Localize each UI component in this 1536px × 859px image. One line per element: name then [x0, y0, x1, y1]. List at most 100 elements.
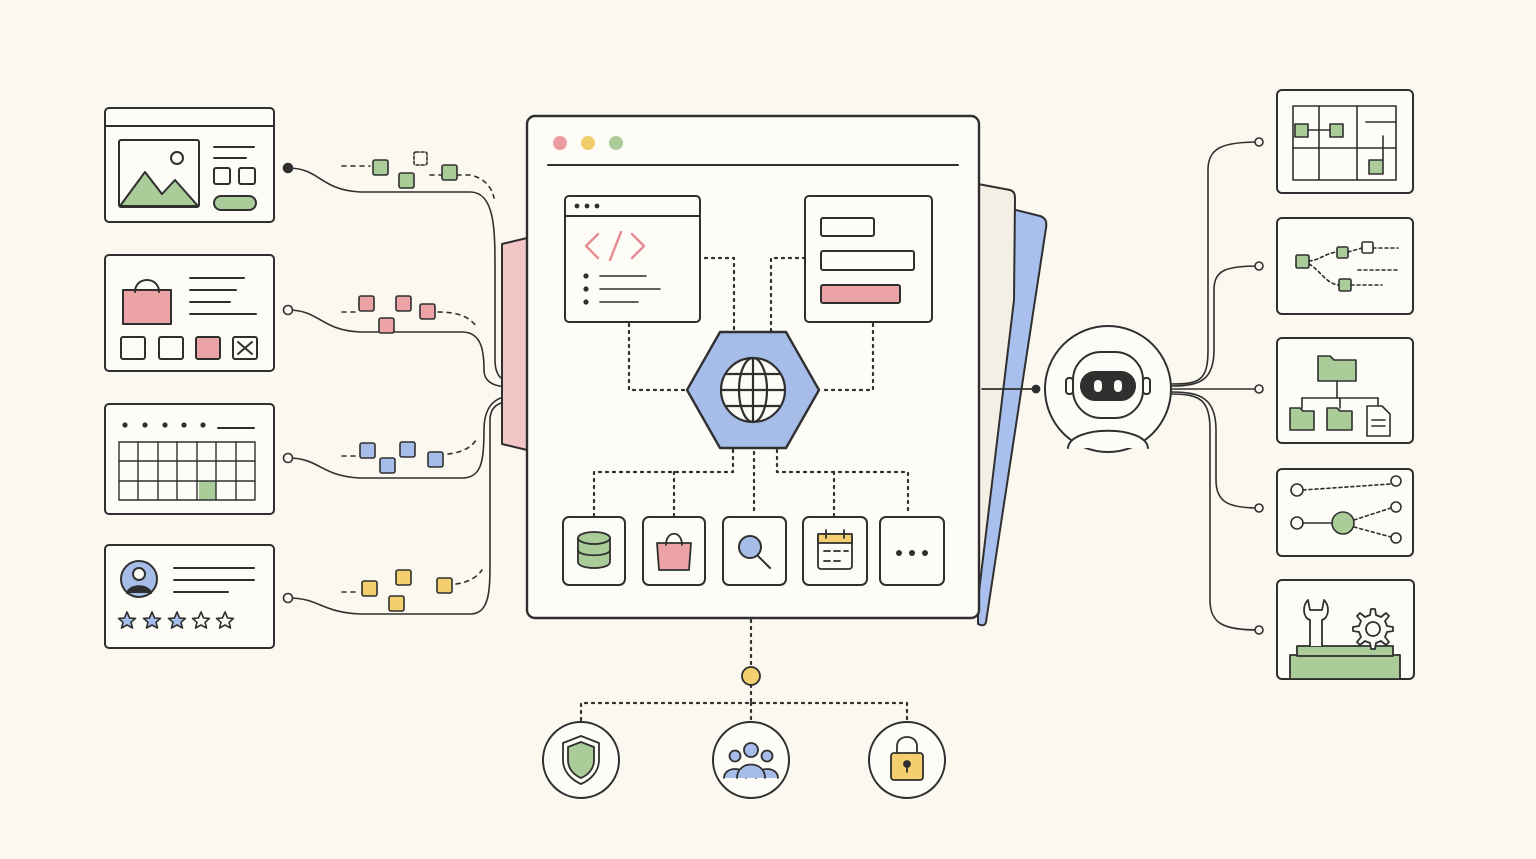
search-icon — [738, 535, 771, 569]
data-tokens — [358, 151, 458, 612]
left-connectors — [282, 162, 529, 615]
form-field-short[interactable] — [820, 217, 875, 237]
shop-card-option-3 — [195, 336, 221, 360]
token-green-2 — [398, 172, 415, 189]
connector-profile-dot — [282, 592, 294, 604]
token-red-3 — [395, 295, 412, 312]
token-yellow-2 — [395, 569, 412, 586]
token-trail-blue — [341, 439, 477, 457]
window-dot-red[interactable] — [553, 136, 567, 150]
form-module[interactable] — [804, 195, 933, 323]
shop-card-frame — [104, 254, 275, 372]
star-icon — [191, 611, 211, 629]
bottom-junction-node — [741, 666, 761, 686]
media-card[interactable] — [104, 107, 275, 223]
users-group-icon — [723, 742, 779, 779]
bottom-connectors — [579, 618, 909, 723]
globe-icon — [719, 356, 787, 424]
shop-card-option-1 — [120, 336, 146, 360]
connector-calendar — [287, 393, 529, 479]
tool-search[interactable] — [722, 516, 787, 586]
window-dot-green[interactable] — [609, 136, 623, 150]
token-green-3 — [413, 151, 428, 166]
shop-card[interactable] — [104, 254, 275, 372]
token-green-1 — [372, 159, 389, 176]
code-lines — [583, 273, 661, 305]
calendar-dots — [122, 422, 206, 428]
node-link-icon — [1295, 241, 1399, 292]
privacy-badge[interactable] — [868, 721, 946, 799]
document-icon — [1366, 405, 1391, 437]
globe-hub[interactable] — [685, 330, 821, 450]
window-dot-yellow[interactable] — [581, 136, 595, 150]
rating-stars — [117, 611, 235, 629]
token-trail-green — [341, 165, 495, 199]
shopping-bag-icon — [122, 279, 172, 325]
connector-profile — [287, 399, 529, 615]
token-yellow-1 — [361, 580, 378, 597]
user-avatar-icon — [120, 560, 158, 598]
agent-connector — [981, 384, 1041, 394]
back-card-red — [501, 237, 528, 451]
ai-agent[interactable] — [1044, 325, 1172, 453]
close-icon[interactable] — [232, 336, 258, 360]
stacked-back-cards — [501, 183, 1048, 627]
wrench-gear-icon — [1289, 599, 1401, 680]
star-icon — [142, 611, 162, 629]
security-badge[interactable] — [542, 721, 620, 799]
grid-flow-icon — [1292, 105, 1397, 181]
star-icon — [215, 611, 235, 629]
token-red-2 — [378, 317, 395, 334]
connector-shop — [287, 309, 529, 389]
shop-card-option-2 — [158, 336, 184, 360]
token-red-1 — [358, 295, 375, 312]
flow-grid-card[interactable] — [1276, 89, 1414, 194]
connector-media-dot — [282, 162, 294, 174]
media-card-option-1 — [213, 167, 231, 185]
form-submit-button[interactable] — [820, 284, 901, 304]
profile-review-card[interactable] — [104, 544, 275, 649]
branch-icon — [1290, 475, 1402, 544]
tool-more[interactable] — [879, 516, 945, 586]
token-blue-4 — [427, 451, 444, 468]
more-dots-icon — [574, 203, 600, 209]
token-trail-red — [341, 311, 477, 327]
internal-connectors — [592, 256, 910, 517]
profile-card-frame — [104, 544, 275, 649]
calendar-grid-icon — [118, 441, 256, 501]
branching-card[interactable] — [1276, 468, 1414, 557]
dependency-card[interactable] — [1276, 217, 1414, 315]
tool-database[interactable] — [562, 516, 626, 586]
folder-tree-icon — [1289, 355, 1391, 437]
token-yellow-4 — [436, 577, 453, 594]
form-field-long[interactable] — [820, 250, 915, 271]
token-trail-yellow — [341, 569, 483, 593]
calendar-icon — [817, 529, 853, 570]
tools-settings-card[interactable] — [1276, 579, 1415, 680]
right-connectors — [1171, 137, 1264, 635]
gear-icon — [1352, 608, 1394, 650]
code-editor-module[interactable] — [564, 195, 701, 323]
image-icon — [118, 139, 200, 208]
more-dots-icon — [896, 550, 928, 556]
folder-tree-card[interactable] — [1276, 337, 1414, 444]
star-icon — [117, 611, 137, 629]
back-card-cream — [977, 183, 1016, 601]
token-red-4 — [419, 303, 436, 320]
token-yellow-3 — [388, 595, 405, 612]
token-green-4 — [441, 164, 458, 181]
token-blue-3 — [399, 441, 416, 458]
padlock-icon — [890, 736, 924, 781]
users-badge[interactable] — [712, 721, 790, 799]
tool-calendar[interactable] — [802, 516, 868, 586]
browser-window[interactable] — [525, 114, 981, 620]
database-icon — [577, 531, 611, 569]
token-blue-2 — [379, 457, 396, 474]
calendar-grid-card[interactable] — [104, 403, 275, 515]
tool-shopping[interactable] — [642, 516, 706, 586]
connector-media — [287, 167, 529, 385]
connector-shop-dot — [282, 304, 294, 316]
media-card-button[interactable] — [213, 195, 257, 211]
